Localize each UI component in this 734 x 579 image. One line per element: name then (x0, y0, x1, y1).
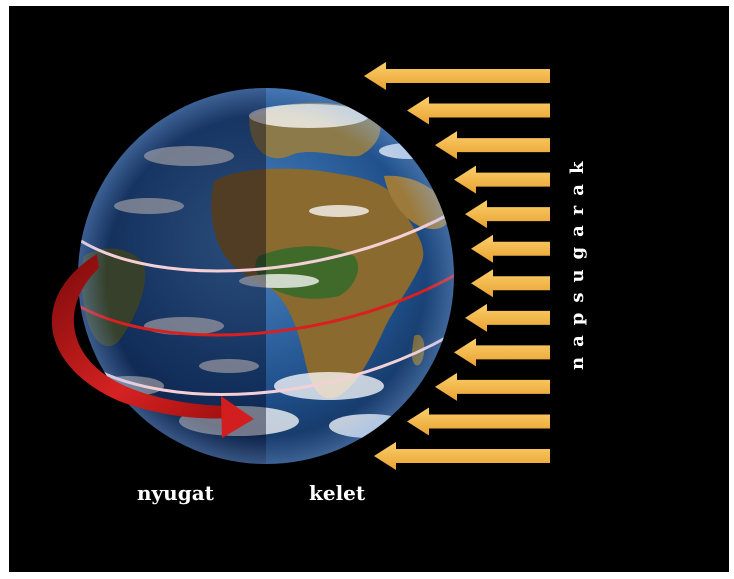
sun-ray-arrow (374, 442, 550, 470)
east-label: kelet (309, 481, 366, 505)
sun-ray-arrow (465, 200, 550, 229)
sun-rays-label: napsugarak (567, 151, 588, 371)
sun-ray-arrow (454, 338, 550, 367)
rotation-arrow-body (51, 254, 231, 419)
sun-ray-arrow (471, 269, 550, 298)
globe-atmosphere (78, 88, 454, 464)
sun-ray-arrow (435, 131, 550, 160)
rotation-arrow-icon (51, 254, 254, 438)
earth-globe-icon (78, 88, 454, 464)
rotation-arrow-head (221, 396, 254, 438)
sun-ray-arrow (471, 234, 550, 263)
sun-ray-arrow (454, 165, 550, 194)
sun-ray-arrow (364, 62, 550, 90)
sun-ray-arrows (364, 62, 550, 470)
west-label: nyugat (137, 481, 214, 505)
sun-ray-arrow (435, 372, 550, 401)
earth-rotation-diagram (51, 62, 550, 470)
sun-ray-arrow (465, 303, 550, 332)
sun-ray-arrow (407, 407, 550, 436)
sun-ray-arrow (407, 96, 550, 125)
diagram-canvas: nyugat kelet napsugarak (9, 6, 729, 572)
